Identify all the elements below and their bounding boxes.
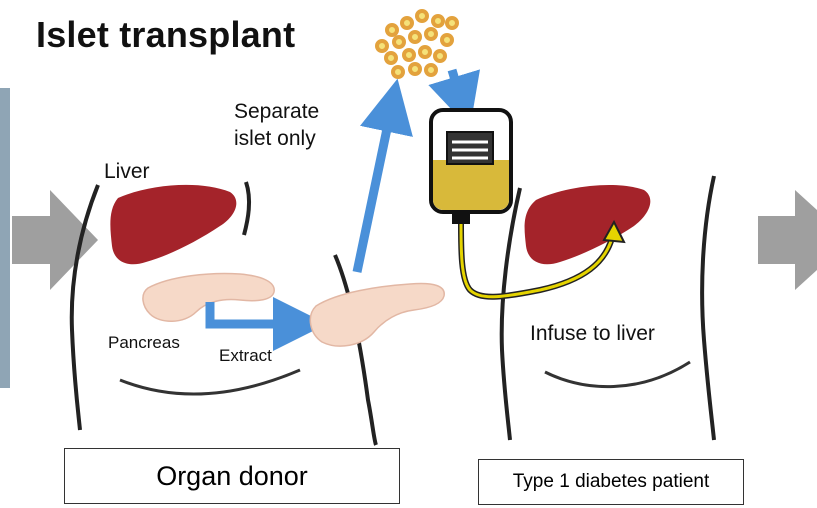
infuse-label: Infuse to liver (530, 322, 655, 346)
islet-cluster-icon (377, 11, 457, 77)
left-photo-strip (0, 88, 10, 388)
type1-patient-box: Type 1 diabetes patient (478, 459, 744, 505)
islet-to-bag-arrow (452, 70, 462, 103)
organ-donor-label: Organ donor (156, 461, 308, 492)
extracted-pancreas-icon (310, 284, 444, 347)
patient-torso-right-outline (702, 176, 714, 440)
separate-islet-label: Separate islet only (234, 98, 344, 152)
liver-icon (110, 185, 236, 264)
organ-donor-box: Organ donor (64, 448, 400, 504)
patient-liver-icon (525, 185, 651, 264)
liver-label: Liver (104, 160, 150, 184)
separate-arrow (357, 105, 392, 272)
iv-bag-icon (431, 110, 511, 224)
right-big-arrow (758, 190, 817, 290)
donor-torso-right-outline (244, 182, 249, 235)
patient-torso-left-outline (502, 188, 520, 440)
pancreas-label: Pancreas (108, 333, 180, 353)
type1-patient-label: Type 1 diabetes patient (513, 471, 709, 493)
left-big-arrow (12, 190, 98, 290)
page-title: Islet transplant (36, 14, 295, 56)
donor-rib-line (120, 370, 300, 394)
extract-arrow (210, 302, 300, 324)
separate-islet-text: Separate islet only (234, 100, 319, 150)
extract-label: Extract (219, 346, 272, 366)
patient-rib-line (545, 362, 690, 387)
donor-torso-right-lower (335, 255, 376, 445)
